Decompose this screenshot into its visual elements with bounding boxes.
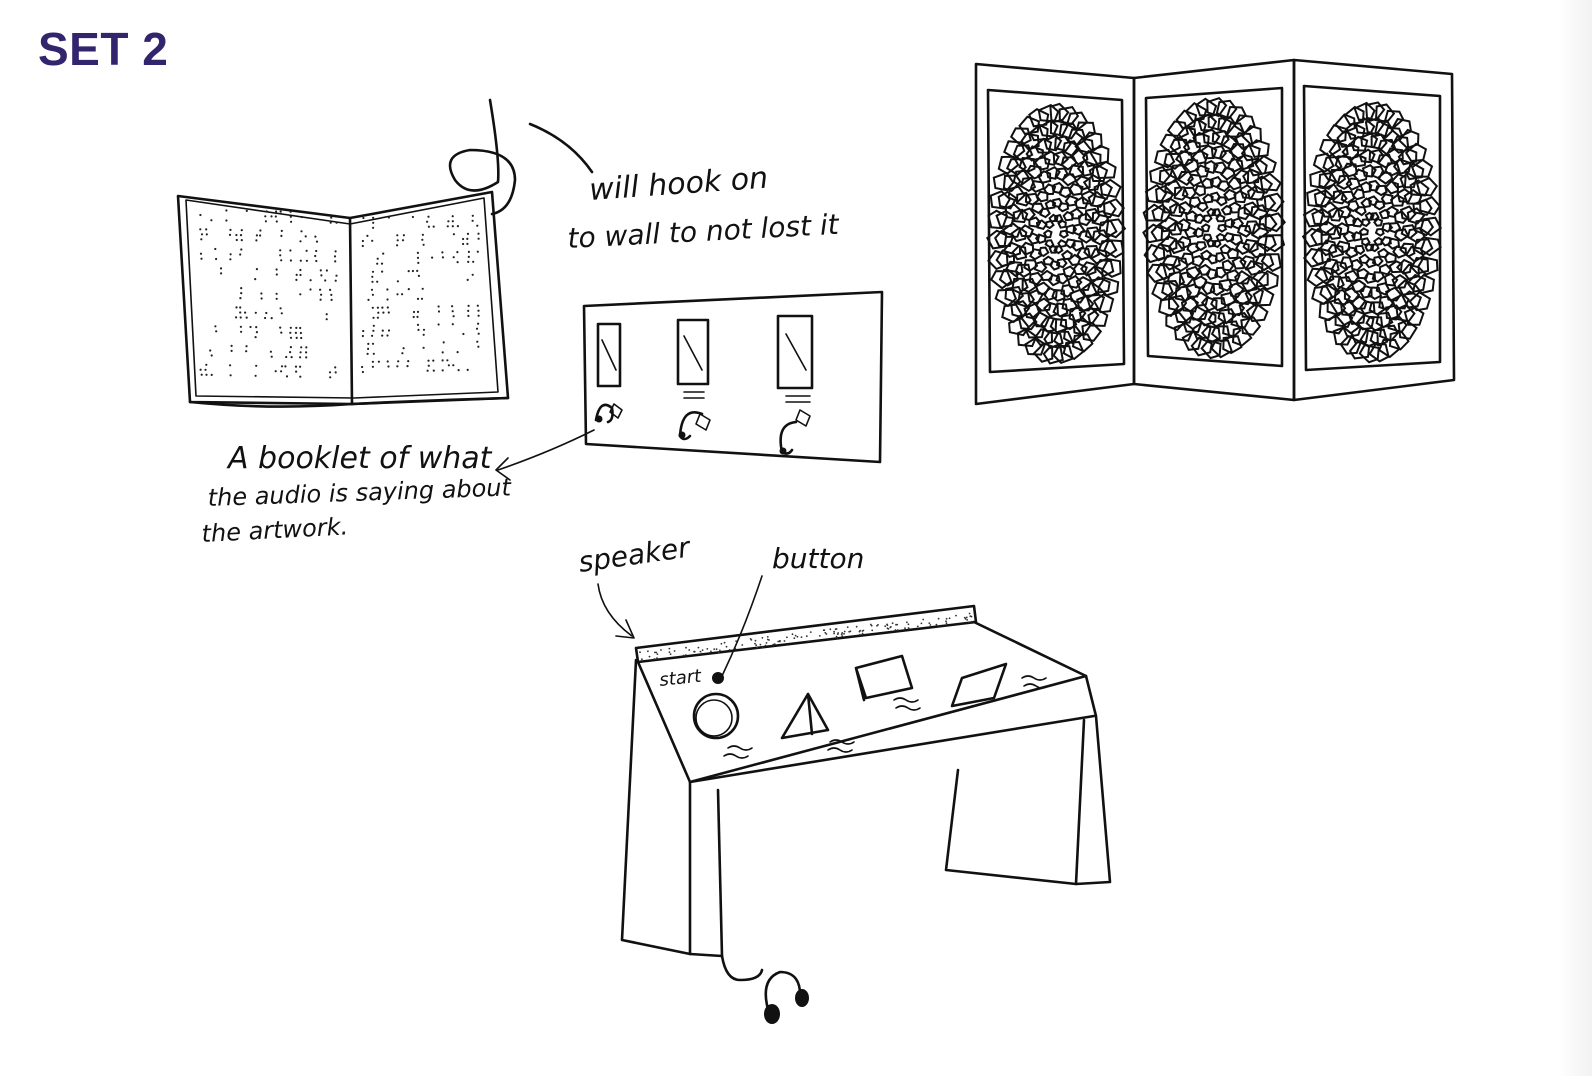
tactile-circle-shape <box>692 692 740 740</box>
hook-note-line2: to wall to not lost it <box>567 208 841 255</box>
folding-lattice-screen-icon <box>974 58 1456 406</box>
booklet-note-line3: the artwork. <box>201 512 349 548</box>
page-title: SET 2 <box>38 23 169 75</box>
braille-dots-right <box>361 214 480 374</box>
headphones-icon <box>764 970 802 1018</box>
button-pointer-arrow <box>721 575 763 677</box>
start-label: start <box>658 666 703 691</box>
lattice-pattern-right <box>1301 101 1442 364</box>
page-edge-shade <box>1558 0 1592 1076</box>
start-button-dot <box>712 672 724 684</box>
speaker-pointer-arrow <box>597 583 633 637</box>
pointer-arrow-booklet <box>497 429 595 471</box>
audio-wall-panel-icon <box>582 290 884 464</box>
hook-note-line1: will hook on <box>588 161 769 208</box>
speaker-grille-dots <box>639 612 973 661</box>
booklet-note-line1: A booklet of what <box>226 441 493 476</box>
speaker-pointer-arrowhead <box>615 619 635 639</box>
headphone-cable <box>720 954 764 982</box>
lattice-pattern-center <box>1142 97 1286 360</box>
pointer-arrowhead-booklet <box>495 457 511 481</box>
speaker-label: speaker <box>576 531 693 579</box>
braille-booklet-icon <box>176 98 594 408</box>
braille-dots-left <box>199 209 338 379</box>
tactile-pyramid-shape <box>780 692 830 740</box>
tactile-audio-table-icon <box>620 604 1112 1024</box>
button-label: button <box>772 542 864 575</box>
lattice-pattern-left <box>986 102 1127 365</box>
tactile-parallelogram-shape <box>950 662 1008 708</box>
tactile-square-shape <box>854 654 914 702</box>
booklet-note-line2: the audio is saying about <box>207 473 513 512</box>
